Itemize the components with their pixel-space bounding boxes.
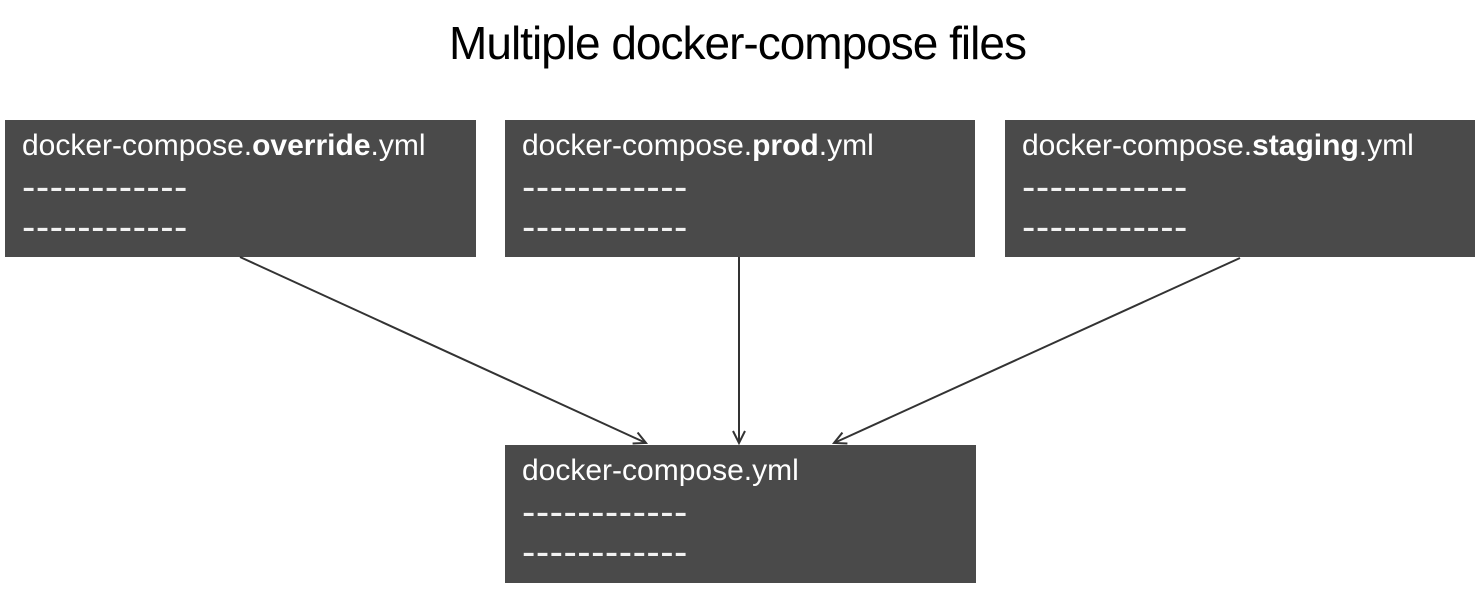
file-name-staging: docker-compose.staging.yml [1022,125,1465,167]
arrow-staging-to-base [831,257,1241,445]
file-name-suffix: .yml [1358,129,1414,162]
content-placeholder-line: ------------ [22,205,188,249]
content-placeholder-line: ------------ [1022,205,1188,249]
file-name-override: docker-compose.override.yml [22,125,466,167]
slide-title: Multiple docker-compose files [449,17,1027,69]
file-name-base: docker-compose.yml [522,454,799,487]
file-name-variant: staging [1252,129,1359,162]
content-placeholder-line: ------------ [522,490,688,534]
arrow-override-to-base [239,256,649,445]
file-name-variant: prod [752,129,819,162]
file-name-variant: override [252,129,371,162]
file-box-base: docker-compose.yml ------------ --------… [505,445,976,583]
file-box-override: docker-compose.override.yml ------------… [5,120,476,257]
file-box-staging: docker-compose.staging.yml ------------ … [1005,120,1475,257]
content-placeholder-line: ------------ [22,165,188,209]
file-name-suffix: .yml [370,129,426,162]
file-name-prefix: docker-compose. [22,129,253,162]
file-name-prefix: docker-compose. [522,129,753,162]
file-box-prod: docker-compose.prod.yml ------------ ---… [505,120,975,257]
content-placeholder-line: ------------ [522,205,688,249]
content-placeholder-line: ------------ [522,165,688,209]
content-placeholder-line: ------------ [522,530,688,574]
content-placeholder-line: ------------ [1022,165,1188,209]
file-name-prefix: docker-compose. [1022,129,1253,162]
file-name-prod: docker-compose.prod.yml [522,125,965,167]
file-name-suffix: .yml [818,129,874,162]
